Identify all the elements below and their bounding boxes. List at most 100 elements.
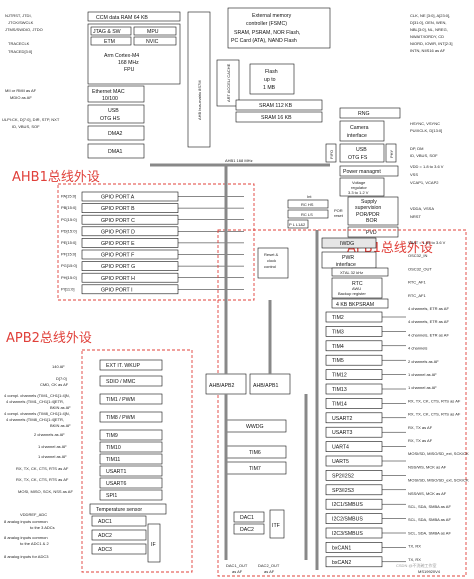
rc-hs-label: RC HS bbox=[301, 202, 314, 207]
volt-label: Voltage bbox=[352, 180, 366, 185]
mpu-box bbox=[133, 26, 177, 36]
gpio-pin-label: PE[15:0] bbox=[61, 240, 76, 245]
apb2-periph-box bbox=[99, 465, 163, 477]
etm-label: ETM bbox=[104, 39, 115, 45]
cpu-label: Arm Cortex-M4 bbox=[104, 53, 139, 59]
apb2-periph-label: ADC1 bbox=[98, 519, 112, 525]
dac1-box bbox=[233, 511, 265, 523]
reset-clock-label3: control bbox=[264, 264, 276, 269]
flash-label: Flash bbox=[265, 69, 278, 75]
signal-label: D[31:0], OEN, WEN, bbox=[410, 20, 446, 25]
rng-label: RNG bbox=[358, 111, 370, 117]
camera-label2: interface bbox=[347, 133, 367, 139]
rc-hs-box bbox=[287, 199, 329, 209]
signal-label: 4 channels, ETR as AF bbox=[408, 319, 449, 324]
signal-label: NRST bbox=[410, 214, 421, 219]
ahb1-title: AHB1总线外设 bbox=[12, 170, 100, 185]
iwdg-box bbox=[321, 237, 377, 249]
sram112-box bbox=[235, 99, 323, 111]
gpio-ports: GPIO PORT APA[15:0]GPIO PORT BPB[15:0]GP… bbox=[61, 191, 244, 295]
signal-label: NSS/WS, MCK as AF bbox=[408, 491, 447, 496]
iwdg-label: IWDG bbox=[340, 241, 354, 247]
apb2-region bbox=[81, 349, 193, 573]
adc-if-label: IF bbox=[151, 542, 156, 548]
apb2-periph-label: TIM8 / PWM bbox=[106, 415, 135, 421]
signal-label: 8 analog inputs for ADC3 bbox=[4, 554, 49, 559]
gpio-port-label: GPIO PORT G bbox=[101, 264, 135, 270]
apb1-periph-label: bxCAN2 bbox=[332, 560, 351, 566]
signal-label: RTC_AF1 bbox=[408, 293, 426, 298]
pwr-label2: interface bbox=[336, 262, 356, 268]
volt-label2: regulator bbox=[351, 185, 367, 190]
apb1-periph-label: I2C2/SMBUS bbox=[332, 517, 363, 523]
tim6-label: TIM6 bbox=[249, 450, 261, 456]
apb1-periph-label: UART4 bbox=[332, 445, 349, 451]
flash-label3: 1 MB bbox=[263, 85, 276, 91]
apb2-periph-label: TIM10 bbox=[106, 445, 121, 451]
signal-label: MOSI/SD, MISO/SD_ext, SCK/CK bbox=[408, 451, 469, 456]
gpio-pin-label: PD[15:0] bbox=[61, 228, 77, 233]
dma2-box bbox=[87, 125, 145, 141]
por-label2: reset bbox=[334, 213, 344, 218]
signal-label: MOSI, MISO, SCK, NSS as AF bbox=[18, 489, 73, 494]
reset-clock-label: Reset & bbox=[264, 252, 279, 257]
signal-label: RX, TX, CK, CTS, RTS as AF bbox=[408, 398, 461, 403]
fifo-label: FIFO bbox=[329, 150, 334, 159]
signal-label: 2 channels as AF bbox=[34, 432, 65, 437]
signal-label: TX, RX bbox=[408, 544, 421, 549]
dac2-label: DAC2 bbox=[240, 527, 254, 533]
gpio-port-label: GPIO PORT F bbox=[101, 253, 134, 259]
fsmc-box bbox=[227, 7, 331, 49]
right-signals-top: CLK, NE [3:0], A[23:0], D[31:0], OEN, WE… bbox=[410, 13, 452, 158]
gpio-port-label: GPIO PORT D bbox=[101, 229, 135, 235]
rc-ls-box bbox=[287, 209, 329, 219]
signal-label: 1 channel as AF bbox=[38, 454, 67, 459]
apb1-periph-label: TIM2 bbox=[332, 315, 344, 321]
gpio-port-label: GPIO PORT E bbox=[101, 241, 135, 247]
signal-label: ULPI:CK, D[7:0], DIR, STP, NXT bbox=[2, 117, 60, 122]
signal-label: NIORD, IOWR, INT[2:3] bbox=[410, 41, 452, 46]
dma1-box bbox=[87, 143, 145, 159]
ethernet-box bbox=[87, 85, 145, 103]
signal-label: NJTRST, JTDI, bbox=[5, 13, 32, 18]
ahb1-region bbox=[57, 183, 255, 301]
adc-if-box bbox=[147, 523, 161, 563]
sram112-label: SRAM 112 KB bbox=[259, 103, 293, 109]
sram16-label: SRAM 16 KB bbox=[261, 115, 292, 121]
dma1-label: DMA1 bbox=[108, 149, 123, 155]
xtal-box bbox=[331, 267, 389, 277]
apb2-periph-label: Temperature sensor bbox=[96, 507, 142, 513]
signal-label: SCL, SDA, SMBA as AF bbox=[408, 530, 451, 535]
signal-label: VBAT = 1.65 to 3.6 V bbox=[408, 240, 446, 245]
ethernet-label: Ethernet MAC bbox=[92, 89, 125, 95]
signal-label: 4 channels (TIM1_CH1[1:4]ETR, bbox=[6, 399, 64, 404]
signal-label: 4 channels bbox=[408, 346, 427, 351]
supply-box bbox=[347, 196, 399, 226]
signal-label: RX, TX, CK, CTS, RTS as AF bbox=[16, 477, 69, 482]
signal-label: HSYNC, VSYNC bbox=[410, 121, 440, 126]
right-signals-apb1: VBAT = 1.65 to 3.6 VOSC32_INOSC32_OUTRTC… bbox=[408, 240, 469, 562]
signal-label: 4 channels (TIM8_CH1[1:4]ETR, bbox=[6, 417, 64, 422]
signal-label: CLK, NE [3:0], A[23:0], bbox=[410, 13, 450, 18]
gpio-port-label: GPIO PORT H bbox=[101, 276, 135, 282]
fsmc-label4: PC Card (ATA), NAND Flash bbox=[231, 38, 297, 44]
apb2-periph-box bbox=[91, 515, 147, 527]
gpio-pin-label: PB[15:0] bbox=[61, 205, 76, 210]
signal-label: D[7:0] bbox=[56, 376, 67, 381]
signal-label: 1 channel as AF bbox=[408, 385, 437, 390]
apb2-periph-box bbox=[99, 441, 163, 453]
dac1-label: DAC1 bbox=[240, 515, 254, 521]
part-number: MS19920V4 bbox=[418, 569, 441, 574]
signal-label: to the 3 ADCs bbox=[30, 525, 55, 530]
dac2-out-label: DAC2_OUT bbox=[258, 563, 280, 568]
supply-label2: supervision bbox=[355, 205, 381, 211]
apb2-periph-box bbox=[99, 489, 163, 501]
signal-label: 4 compl. channels (TIM8_CH1[1:4]N, bbox=[4, 411, 70, 416]
dac2-box bbox=[233, 523, 265, 535]
nvic-box bbox=[133, 36, 177, 46]
usb-hs-label: USB bbox=[108, 108, 119, 114]
phy-box bbox=[385, 143, 397, 163]
signal-label: SCL, SDA, SMBA as AF bbox=[408, 504, 451, 509]
apb1-periph-label: TIM13 bbox=[332, 387, 347, 393]
